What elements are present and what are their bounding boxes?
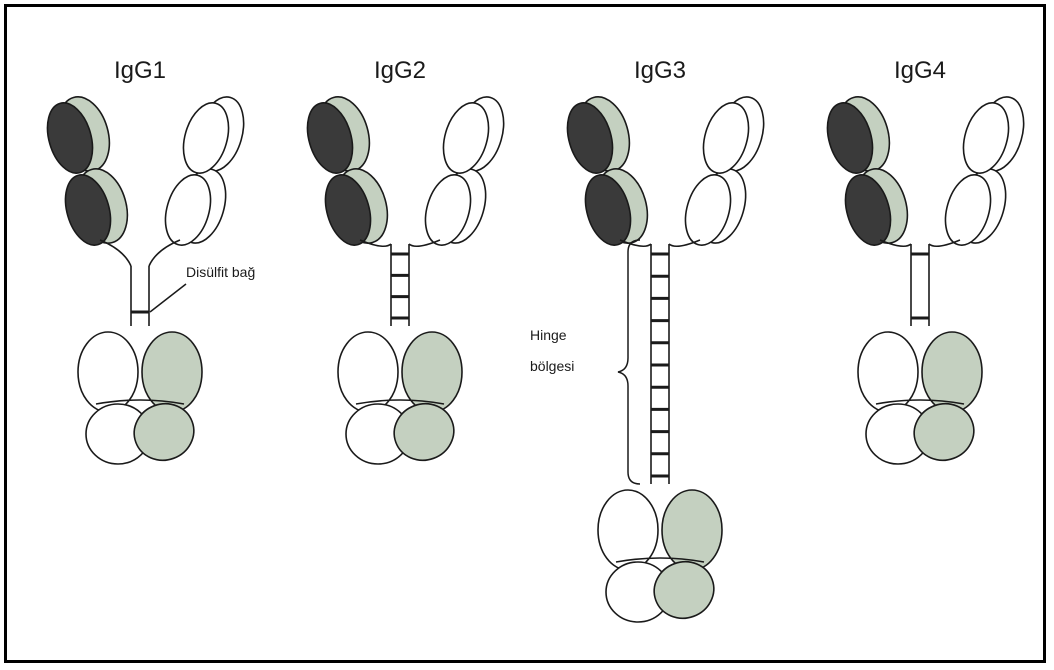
igg4-label: IgG4: [894, 57, 946, 84]
igg3-label: IgG3: [634, 57, 686, 84]
hinge-label-line1: Hinge: [530, 327, 567, 343]
fab-arm-right: [678, 91, 772, 250]
igg2-antibody: IgG2: [300, 57, 512, 469]
hinge-label-line2: bölgesi: [530, 358, 574, 374]
igg3-antibody: IgG3: [560, 57, 772, 627]
fab-arm-left: [820, 91, 916, 251]
hinge-region: [391, 244, 409, 326]
hinge-region: [131, 266, 149, 326]
igg1-antibody: IgG1: [40, 57, 252, 469]
igg2-label: IgG2: [374, 57, 426, 84]
disulfide-bond-label: Disülfit bağ: [186, 264, 255, 280]
fc-region: [78, 332, 202, 469]
fc-region: [858, 332, 982, 469]
fab-arm-right: [418, 91, 512, 250]
heavy-chain-connector-left: [100, 240, 131, 266]
fab-arm-right: [938, 91, 1032, 250]
disulfide-pointer-line: [150, 284, 186, 312]
fc-region: [598, 490, 722, 627]
fab-arm-left: [40, 91, 136, 251]
hinge-region: [651, 244, 669, 484]
fab-arm-right: [158, 91, 252, 250]
hinge-bracket: [618, 240, 640, 484]
fc-region: [338, 332, 462, 469]
fab-arm-left: [560, 91, 656, 251]
igg4-antibody: IgG4: [820, 57, 1032, 469]
hinge-annotation: Hinge bölgesi: [530, 240, 640, 484]
disulfide-annotation: Disülfit bağ: [150, 264, 255, 312]
igg1-label: IgG1: [114, 57, 166, 84]
hinge-region: [911, 244, 929, 326]
fab-arm-left: [300, 91, 396, 251]
